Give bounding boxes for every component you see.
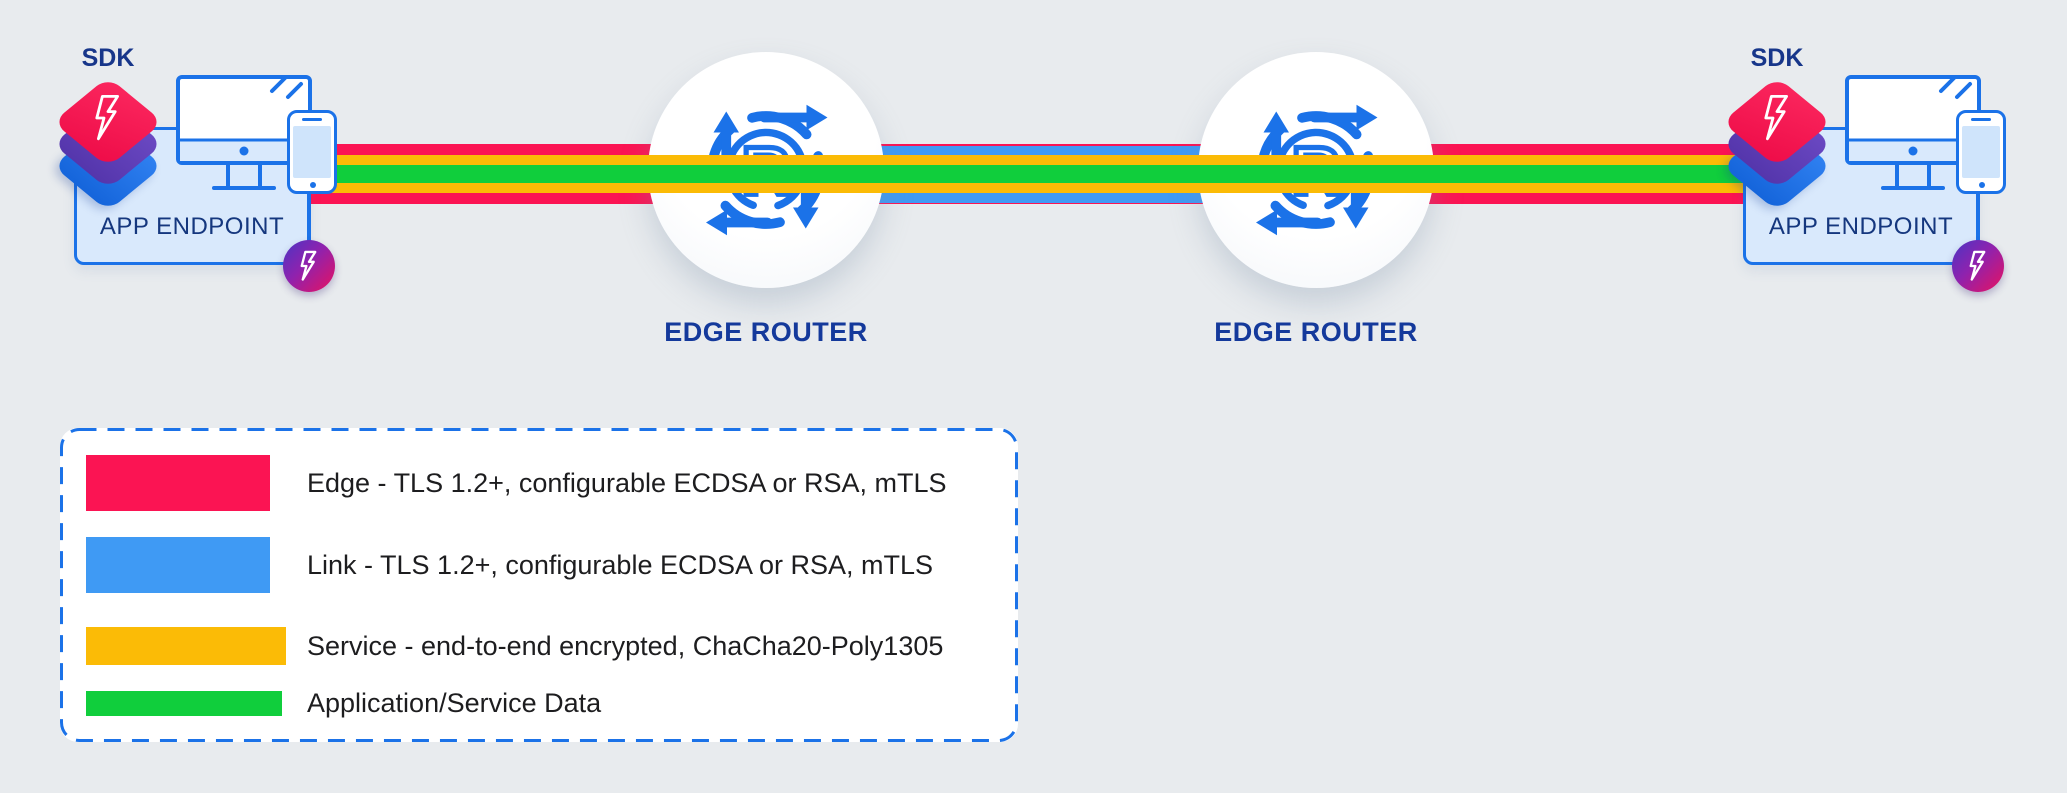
edge-router-label-2: EDGE ROUTER [1214,317,1418,347]
link-stripe-bottom [766,193,1316,203]
legend-label-edge: Edge - TLS 1.2+, configurable ECDSA or R… [307,468,947,498]
phone-screen [293,126,331,178]
legend-label-data: Application/Service Data [307,688,602,718]
legend-swatch-service [86,627,286,665]
phone-icon [1956,110,2006,194]
app-endpoint-label: APP ENDPOINT [99,213,285,240]
service-stripe-top [305,155,1750,165]
phone-speaker [302,118,322,121]
lightning-bolt-icon [300,250,317,281]
phone-screen [1962,126,2000,178]
identity-badge-icon [1952,240,2004,292]
app-endpoint-right: SDK APP ENDPOINT [1669,0,2029,300]
service-stripe-bottom [305,183,1750,193]
identity-badge-icon [283,240,335,292]
sdk-label: SDK [1750,44,1804,72]
lightning-bolt-icon [1969,250,1986,281]
legend-swatch-data [86,691,282,716]
lightning-bolt-icon [1764,95,1788,141]
legend-swatch-link [86,537,270,593]
legend-dashed-border [60,428,1018,742]
connector-line [308,193,311,243]
lightning-bolt-icon [95,95,119,141]
app-endpoint-left: SDK APP ENDPOINT [0,0,360,300]
connector-line [1977,193,1980,243]
link-stripe-top [766,145,1316,155]
sdk-stack-icon [1721,76,1833,212]
monitor-icon [1845,75,1981,190]
edge-router-label-1: EDGE ROUTER [664,317,868,347]
legend-label-service: Service - end-to-end encrypted, ChaCha20… [307,631,944,661]
sdk-stack-icon [52,76,164,212]
phone-speaker [1971,118,1991,121]
phone-home-button [1978,182,1985,188]
legend: Edge - TLS 1.2+, configurable ECDSA or R… [60,428,1018,742]
sdk-label: SDK [81,44,135,72]
phone-icon [287,110,337,194]
legend-label-link: Link - TLS 1.2+, configurable ECDSA or R… [307,550,934,580]
data-stripe [305,165,1750,183]
app-endpoint-label: APP ENDPOINT [1768,213,1954,240]
phone-home-button [309,182,316,188]
legend-swatch-edge [86,455,270,511]
